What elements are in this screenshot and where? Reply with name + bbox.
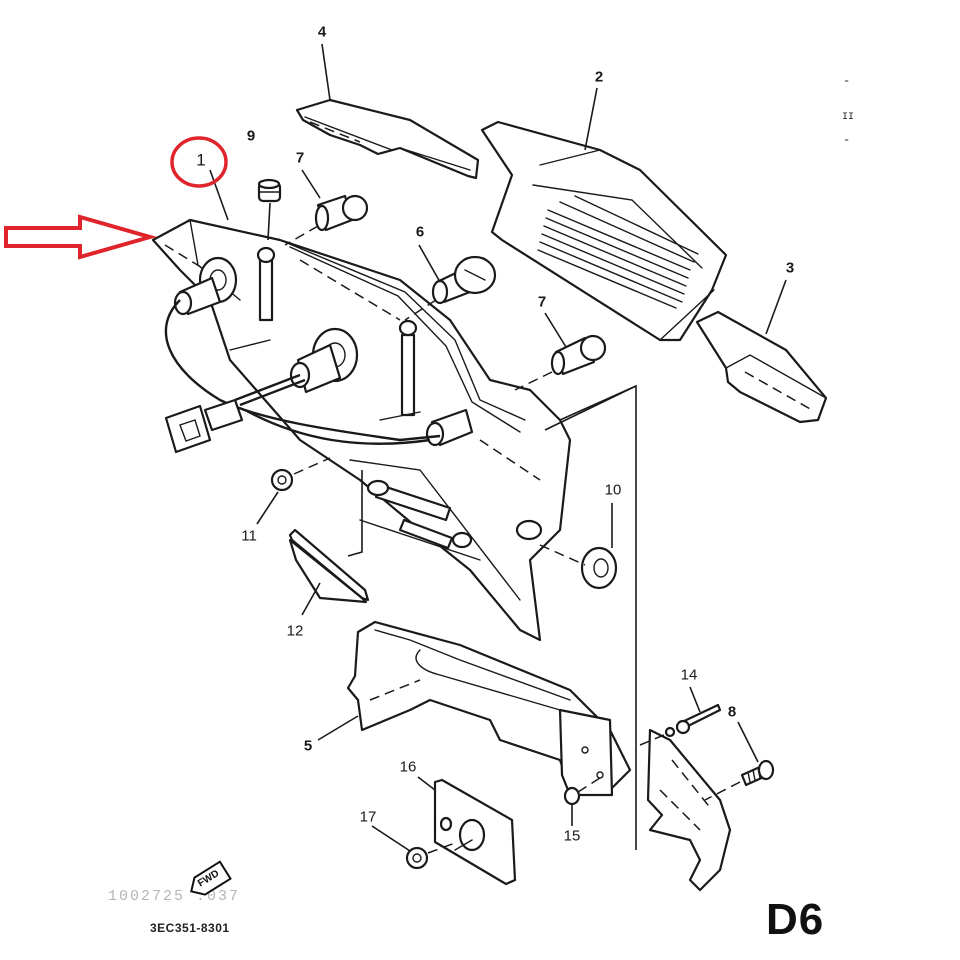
callout-17: 17 bbox=[359, 808, 377, 826]
callout-5: 5 bbox=[303, 737, 313, 755]
callout-4: 4 bbox=[317, 23, 327, 41]
faded-reference-text: 1002725 .037 bbox=[108, 888, 241, 905]
pointer-arrow-icon bbox=[4, 214, 158, 260]
callout-16: 16 bbox=[399, 758, 417, 776]
callout-2: 2 bbox=[594, 68, 604, 86]
part-1-taillight-base bbox=[151, 218, 572, 642]
callout-7-upper: 7 bbox=[295, 149, 305, 167]
part-5-rear-fender bbox=[346, 620, 732, 892]
callout-11: 11 bbox=[241, 527, 257, 545]
part-10-grommet bbox=[539, 503, 618, 590]
part-14-pin bbox=[639, 686, 722, 746]
part-4-cover bbox=[295, 98, 480, 180]
drawing-number: 3EC351-8301 bbox=[150, 921, 230, 935]
part-6-bulb bbox=[404, 255, 497, 321]
callout-1: 1 bbox=[196, 150, 206, 170]
part-8-screw bbox=[704, 721, 775, 801]
part-7-bulb-upper bbox=[284, 194, 369, 246]
part-17-nut bbox=[371, 825, 456, 870]
highlight-circle-icon bbox=[170, 136, 228, 188]
edge-mark-bottom: - bbox=[843, 133, 851, 147]
edge-mark-top: - bbox=[843, 74, 851, 88]
wiring-harness bbox=[164, 299, 441, 454]
part-12-pad bbox=[288, 470, 370, 616]
fwd-arrow-icon: FWD bbox=[183, 860, 232, 901]
part-2-lens-housing bbox=[480, 120, 728, 342]
part-11-nut bbox=[256, 457, 331, 525]
edge-mark-middle: II bbox=[842, 112, 855, 123]
page-code: D6 bbox=[766, 895, 825, 944]
part-9-grommet bbox=[257, 178, 282, 241]
part-3-side-lens bbox=[695, 310, 828, 424]
lens-grille bbox=[537, 195, 699, 309]
callout-10: 10 bbox=[604, 481, 622, 499]
callout-7-lower: 7 bbox=[537, 293, 547, 311]
callout-14: 14 bbox=[680, 666, 698, 684]
callout-8: 8 bbox=[727, 703, 737, 721]
callout-12: 12 bbox=[286, 622, 304, 640]
callout-3: 3 bbox=[785, 259, 795, 277]
part-7-bulb-lower bbox=[514, 334, 607, 391]
callout-15: 15 bbox=[563, 827, 581, 845]
callout-6: 6 bbox=[415, 223, 425, 241]
part-16-plate bbox=[417, 776, 517, 886]
callout-9: 9 bbox=[246, 127, 256, 145]
part-15-nut bbox=[563, 777, 601, 826]
